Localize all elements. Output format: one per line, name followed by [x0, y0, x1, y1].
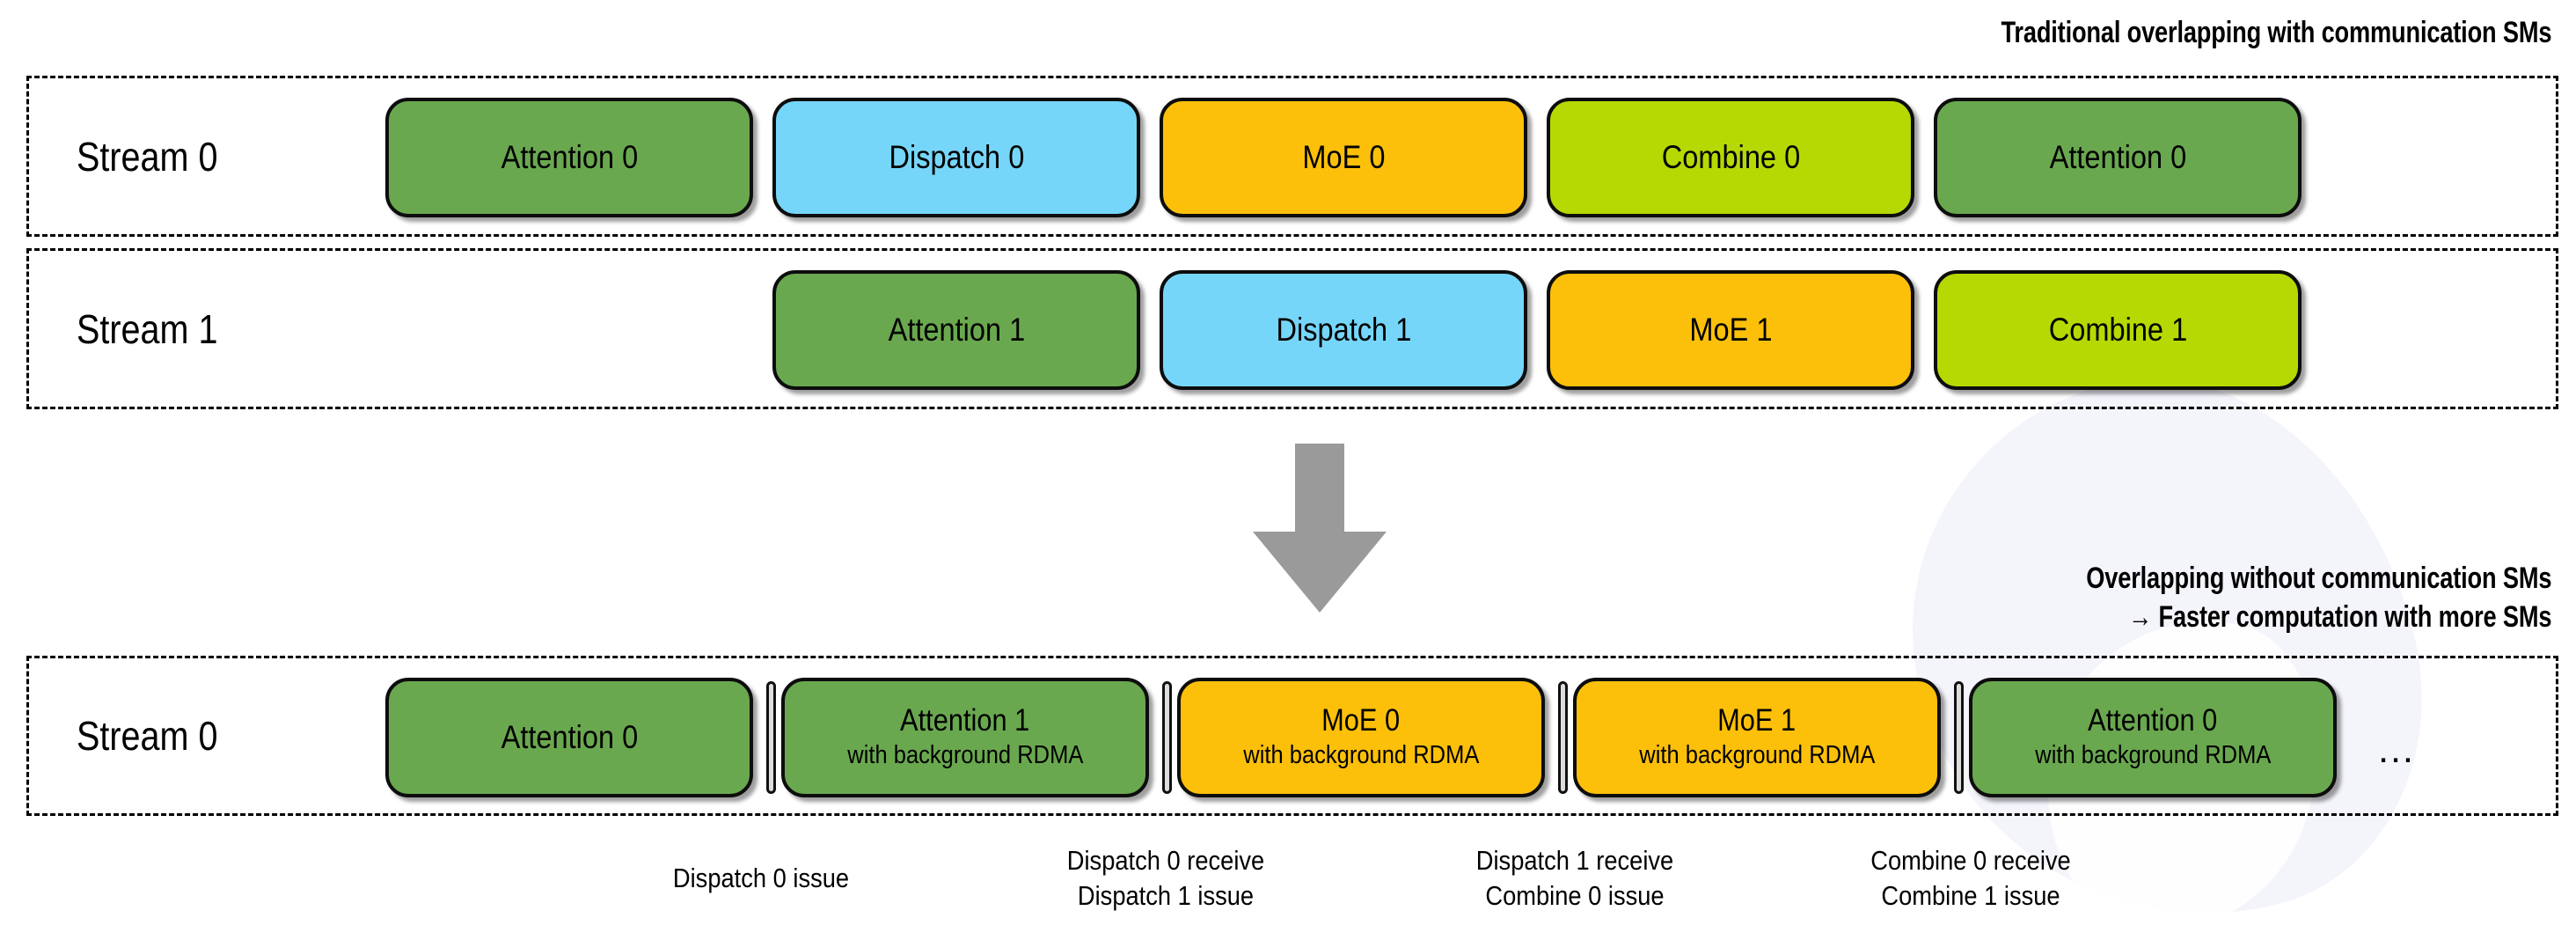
timeline-block-moe-0-s0-2[interactable]: MoE 0: [1160, 98, 1527, 217]
timeline-block-dispatch-0-s0-1[interactable]: Dispatch 0: [772, 98, 1140, 217]
timeline-annotation-0: Dispatch 0 issue: [567, 861, 955, 896]
ellipsis-indicator: …: [2376, 728, 2419, 771]
timeline-block-attention-0-s0-0[interactable]: Attention 0: [385, 98, 753, 217]
lane-label-stream-0-traditional: Stream 0: [77, 133, 218, 180]
timeline-block-title: MoE 0: [1301, 139, 1386, 176]
annotation-line-0: Dispatch 1 receive: [1475, 845, 1674, 876]
timeline-block-title: Combine 1: [2048, 312, 2187, 349]
timeline-block-attention-0-fused-4[interactable]: Attention 0 with background RDMA: [1969, 678, 2337, 797]
block-track-stream-0-fused: Attention 0 Attention 1 with background RD…: [29, 658, 2556, 813]
timeline-block-moe-1-s1-2[interactable]: MoE 1: [1547, 270, 1914, 390]
timeline-separator-0: [766, 681, 776, 794]
block-track-stream-0-traditional: Attention 0 Dispatch 0 MoE 0 Combine 0 Atten…: [29, 78, 2556, 234]
timeline-block-attention-1-fused-1[interactable]: Attention 1 with background RDMA: [781, 678, 1149, 797]
timeline-block-title: Attention 1: [888, 312, 1025, 349]
timeline-separator-2: [1558, 681, 1568, 794]
lane-stream-0-traditional: Stream 0 Attention 0 Dispatch 0 MoE 0 Combi…: [26, 76, 2558, 237]
timeline-block-combine-1-s1-3[interactable]: Combine 1: [1934, 270, 2302, 390]
timeline-block-subtitle: with background RDMA: [846, 741, 1084, 770]
lane-label-stream-1-traditional: Stream 1: [77, 305, 218, 352]
timeline-block-subtitle: with background RDMA: [2034, 741, 2272, 770]
timeline-separator-1: [1162, 681, 1172, 794]
bottom-section-caption-line-1: Overlapping without communication SMs: [2085, 562, 2551, 595]
timeline-block-attention-0-s0-4[interactable]: Attention 0: [1934, 98, 2302, 217]
annotation-line-1: Combine 0 issue: [1485, 880, 1665, 912]
timeline-block-title: MoE 0: [1321, 703, 1401, 738]
timeline-block-title: Combine 0: [1661, 139, 1800, 176]
annotation-line-0: Combine 0 receive: [1870, 845, 2071, 876]
timeline-block-title: MoE 1: [1717, 703, 1797, 738]
timeline-block-moe-1-fused-3[interactable]: MoE 1 with background RDMA: [1573, 678, 1941, 797]
timeline-block-title: Attention 0: [2088, 703, 2218, 738]
timeline-block-dispatch-1-s1-1[interactable]: Dispatch 1: [1160, 270, 1527, 390]
timeline-block-title: Dispatch 0: [889, 139, 1024, 176]
timeline-block-title: Dispatch 1: [1276, 312, 1411, 349]
block-track-stream-1-traditional: Attention 1 Dispatch 1 MoE 1 Combine 1: [29, 251, 2556, 407]
timeline-block-attention-0-fused-0[interactable]: Attention 0: [385, 678, 753, 797]
annotation-line-1: Combine 1 issue: [1881, 880, 2060, 912]
bottom-section-caption: Overlapping without communication SMs → …: [2086, 560, 2551, 636]
lane-stream-0-fused: Stream 0 Attention 0 Attention 1 with back…: [26, 656, 2558, 816]
timeline-block-attention-1-s1-0[interactable]: Attention 1: [772, 270, 1140, 390]
timeline-block-title: Attention 0: [501, 719, 638, 756]
lane-label-stream-0-fused: Stream 0: [77, 713, 218, 759]
timeline-block-title: Attention 0: [501, 139, 638, 176]
annotation-line-1: Dispatch 1 issue: [1077, 880, 1255, 912]
timeline-block-subtitle: with background RDMA: [1242, 741, 1480, 770]
timeline-block-title: Attention 1: [900, 703, 1030, 738]
annotation-line-0: Dispatch 0 issue: [672, 863, 850, 893]
timeline-separator-3: [1954, 681, 1964, 794]
timeline-block-title: Attention 0: [2049, 139, 2186, 176]
timeline-block-combine-0-s0-3[interactable]: Combine 0: [1547, 98, 1914, 217]
top-section-caption: Traditional overlapping with communicati…: [2001, 16, 2551, 49]
timeline-block-subtitle: with background RDMA: [1638, 741, 1876, 770]
down-arrow-icon: [1253, 444, 1387, 613]
timeline-block-title: MoE 1: [1688, 312, 1773, 349]
timeline-block-moe-0-fused-2[interactable]: MoE 0 with background RDMA: [1177, 678, 1545, 797]
bottom-section-caption-line-2: → Faster computation with more SMs: [2127, 599, 2551, 634]
lane-stream-1-traditional: Stream 1 Attention 1 Dispatch 1 MoE 1 Combi…: [26, 248, 2558, 409]
annotation-line-0: Dispatch 0 receive: [1066, 845, 1265, 876]
